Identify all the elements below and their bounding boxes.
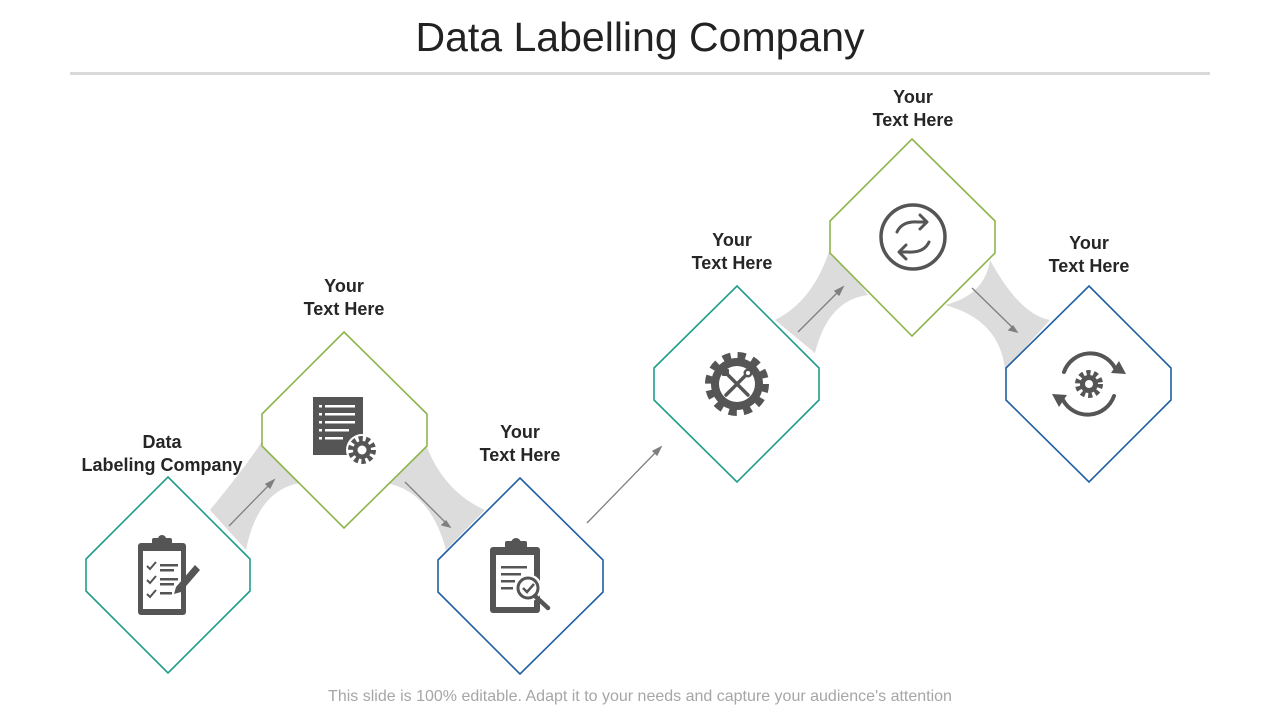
refresh-circle-icon <box>879 203 947 271</box>
gear-tools-icon <box>705 352 769 416</box>
step-4-diamond <box>653 284 820 484</box>
connector-2-3 <box>385 436 485 550</box>
arrow-1-2 <box>228 478 276 527</box>
step-3-diamond <box>437 476 604 676</box>
arrow-4-5 <box>797 285 845 333</box>
page-title: Data Labelling Company <box>415 14 865 60</box>
title-divider <box>70 72 1210 75</box>
arrow-2-3 <box>404 481 452 529</box>
arrow-3-4 <box>586 445 663 524</box>
connector-5-6 <box>945 260 1050 370</box>
checklist-clipboard-icon <box>138 535 200 615</box>
step-1-diamond <box>85 475 251 675</box>
footer-caption: This slide is 100% editable. Adapt it to… <box>328 688 952 705</box>
connector-4-5 <box>775 245 868 353</box>
document-gear-icon <box>313 397 378 466</box>
gear-cycle-icon <box>1052 351 1126 417</box>
arrow-5-6 <box>971 287 1019 334</box>
step-2-diamond <box>261 330 428 530</box>
step-6-diamond <box>1005 284 1172 484</box>
step-5-diamond <box>829 137 996 338</box>
clipboard-search-icon <box>490 538 551 613</box>
